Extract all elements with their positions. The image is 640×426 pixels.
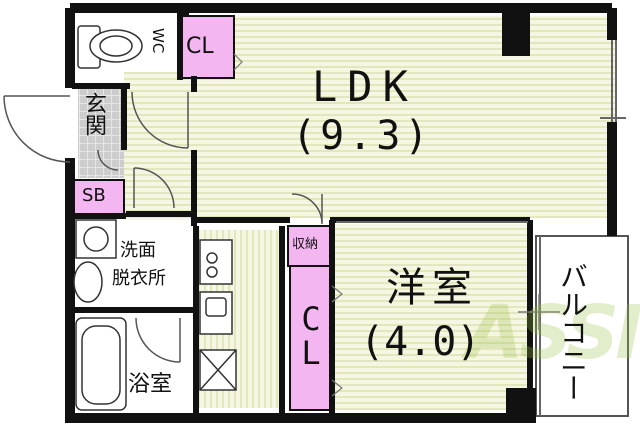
bath-label: 浴室 xyxy=(128,372,173,397)
bathtub xyxy=(75,317,127,411)
ldk-name-label: LDK xyxy=(312,62,418,111)
closet-mid xyxy=(289,265,333,411)
balcony-label: バルコニー xyxy=(556,262,589,402)
youshitsu-name-label: 洋室 xyxy=(386,265,478,311)
closet-mid-label: CL xyxy=(301,300,321,372)
storage-closet xyxy=(287,225,333,267)
balcony-floor xyxy=(535,235,629,417)
ldk-size-label: (9.3) xyxy=(292,113,433,159)
ldk-floor xyxy=(186,16,616,218)
interior-walls xyxy=(72,10,533,418)
watermark: ASSIST xyxy=(466,290,640,376)
youshitsu-floor xyxy=(333,224,529,410)
youshitsu-size-label: (4.0) xyxy=(360,319,481,365)
closet-top-label: CL xyxy=(186,34,214,59)
toilet xyxy=(77,25,143,69)
column xyxy=(502,8,530,56)
datsuijo-label: 脱衣所 xyxy=(112,268,166,289)
sb-label: SB xyxy=(82,185,106,206)
kitchen-counter xyxy=(199,239,237,391)
sb-closet xyxy=(71,179,125,215)
genkan-floor xyxy=(78,88,124,178)
outer-walls xyxy=(65,3,617,423)
closet-top xyxy=(179,15,235,79)
washbasin xyxy=(73,261,103,303)
door-swings xyxy=(3,91,323,363)
genkan-label: 玄関 xyxy=(81,92,106,136)
storage-label: 収納 xyxy=(292,237,319,252)
wc-label: WC xyxy=(149,28,167,54)
hall-floor xyxy=(124,72,194,220)
senmen-label: 洗面 xyxy=(120,240,156,261)
